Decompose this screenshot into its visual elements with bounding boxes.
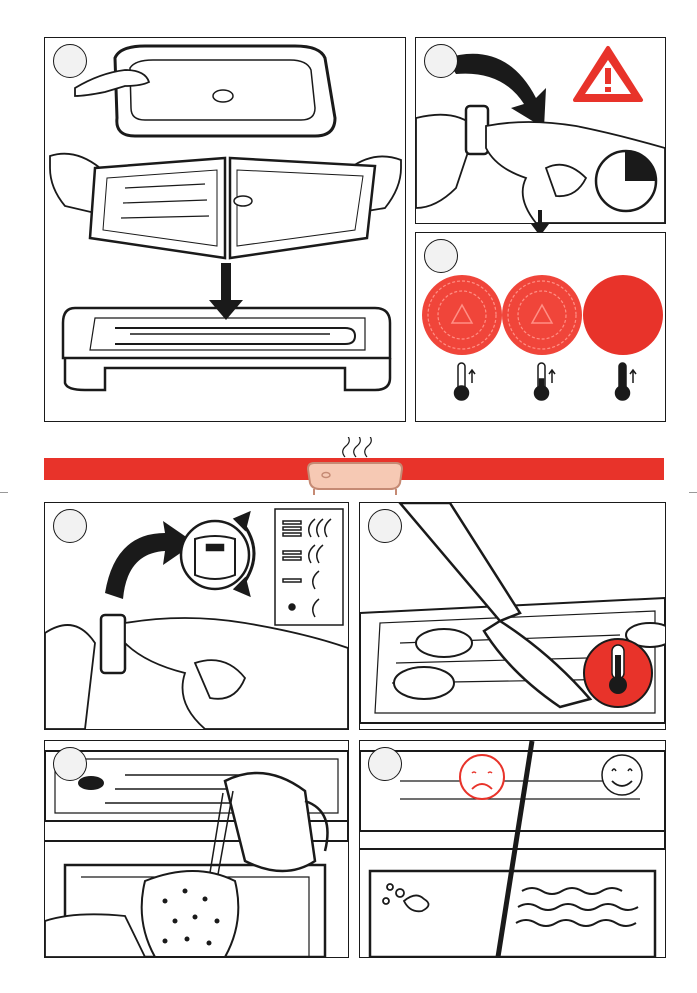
crop-mark: [0, 492, 8, 493]
hand-icon: [45, 615, 348, 729]
timer-icon: [596, 151, 656, 211]
water-residue-icon: [383, 884, 429, 911]
step-marker-1: [53, 44, 87, 78]
step-marker-2: [424, 44, 458, 78]
fill-water-illustration: [45, 741, 348, 957]
curved-arrow-icon: [446, 54, 546, 128]
sad-face-icon: [460, 755, 504, 799]
cloth-icon: [142, 871, 239, 957]
warning-triangle-icon: [575, 48, 641, 100]
step-marker-6: [53, 747, 87, 781]
heat-indicator-full-icon: [583, 275, 663, 355]
grill-steam-icon: [300, 437, 410, 497]
step-marker-5: [368, 509, 402, 543]
temperature-control-illustration: [45, 503, 348, 729]
panel-temperature-control: [44, 502, 349, 730]
thermometer-icon: [455, 363, 637, 400]
cooking-illustration: [360, 503, 665, 729]
happy-face-icon: [602, 755, 642, 795]
panel-fill-water: [44, 740, 349, 958]
panel-preheat-switch: [415, 37, 666, 224]
step-marker-3: [424, 239, 458, 273]
water-level-illustration: [360, 741, 665, 957]
step-marker-7: [368, 747, 402, 781]
panel-assembly: [44, 37, 406, 422]
heat-indicator-low-icon: [422, 275, 502, 355]
water-waves-icon: [516, 888, 638, 926]
drip-tray-icon: [115, 46, 335, 136]
panel-heat-indicator: [415, 232, 666, 422]
panel-water-level: [359, 740, 666, 958]
step-marker-4: [53, 509, 87, 543]
down-arrow-icon: [209, 263, 243, 320]
heat-level-chart-icon: [275, 509, 343, 625]
panel-cooking: [359, 502, 666, 730]
heating-element-icon: [63, 308, 390, 390]
temperature-dial-icon: [181, 513, 254, 595]
hand-icon: [45, 914, 145, 957]
crop-mark: [689, 492, 697, 493]
grill-plate-icon: [90, 158, 375, 258]
thermometer-icon: [584, 639, 652, 707]
heat-indicator-mid-icon: [502, 275, 582, 355]
assembly-illustration: [45, 38, 405, 421]
